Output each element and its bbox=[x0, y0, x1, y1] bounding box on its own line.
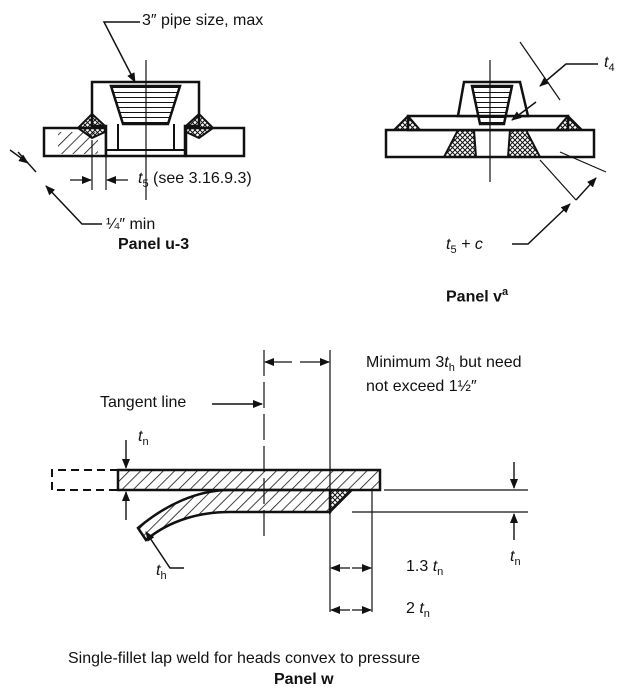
panel-w-head bbox=[136, 488, 332, 542]
label-not-exceed: not exceed 1½″ bbox=[366, 378, 477, 395]
panel-u3-weld-right bbox=[185, 112, 215, 140]
label-min-3tn: Minimum 3th but need bbox=[366, 354, 522, 375]
label-pipe-size: 3″ pipe size, max bbox=[142, 12, 264, 29]
panel-v-bore bbox=[470, 84, 514, 126]
panel-w-drawing bbox=[51, 350, 528, 614]
panel-v-title: Panel va bbox=[446, 286, 509, 306]
label-t5-see: t5 (see 3.16.9.3) bbox=[138, 170, 252, 191]
panel-u3-title: Panel u-3 bbox=[118, 236, 190, 253]
label-quarter-min: ¼″ min bbox=[106, 216, 156, 233]
label-tn-top: tn bbox=[138, 428, 149, 449]
panel-w-fillet-weld bbox=[329, 489, 355, 515]
panel-w-caption: Single-fillet lap weld for heads convex … bbox=[68, 650, 421, 667]
panel-w-shell bbox=[116, 468, 382, 492]
panel-v-weld-right bbox=[553, 114, 585, 131]
label-th: th bbox=[156, 562, 167, 583]
panel-w-shell-dashed bbox=[51, 469, 118, 491]
label-2tn: 2 tn bbox=[406, 600, 430, 621]
panel-v-drawing bbox=[384, 41, 607, 245]
panel-v-weld-left bbox=[391, 114, 423, 131]
label-t5-plus-c: t5 + c bbox=[446, 236, 483, 257]
label-1-3tn: 1.3 tn bbox=[406, 558, 444, 579]
label-tn-right: tn bbox=[510, 548, 521, 569]
panel-u3-drawing bbox=[9, 21, 246, 225]
label-t4: t4 bbox=[604, 54, 615, 75]
panel-w-title: Panel w bbox=[274, 671, 334, 688]
label-tangent-line: Tangent line bbox=[100, 394, 187, 411]
